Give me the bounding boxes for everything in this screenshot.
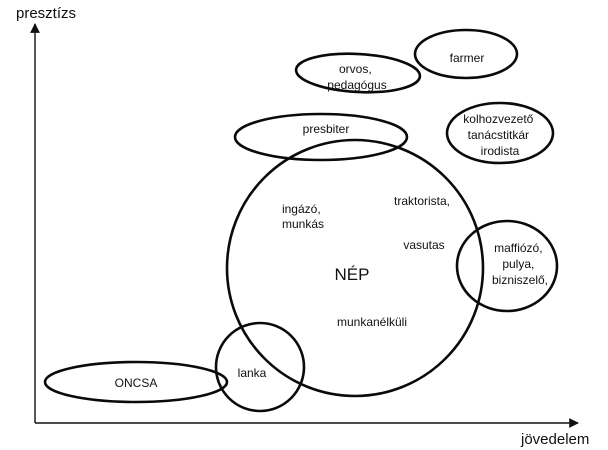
kolhoz-ellipse (445, 101, 555, 165)
farmer-label: farmer (450, 51, 485, 65)
maffiozo-label: maffiózó, pulya, bizniszelő, (492, 241, 548, 287)
maffiozo-ellipse (455, 219, 559, 313)
farmer-ellipse (413, 28, 519, 80)
y-axis-label: presztízs (16, 5, 76, 22)
oncsa-label: ONCSA (115, 376, 158, 390)
presbiter-ellipse (233, 112, 409, 162)
oncsa-ellipse (43, 360, 229, 404)
munkanelkuli-label: munkanélküli (337, 315, 407, 329)
orvos-label: orvos, pedagógus (327, 62, 386, 92)
presbiter-label: presbiter (303, 122, 350, 136)
vasutas-label: vasutas (403, 238, 444, 252)
kolhoz-label: kolhozvezető tanácstitkár irodista (463, 112, 536, 158)
traktorista-label: traktorista, (394, 194, 450, 208)
nep-label: NÉP (335, 265, 370, 284)
x-axis-label: jövedelem (520, 431, 589, 448)
orvos-ellipse (294, 52, 422, 94)
ingazo-label: ingázó, munkás (282, 202, 324, 231)
lanka-label: lanka (238, 366, 267, 380)
nep-circle (225, 138, 485, 398)
lanka-circle (214, 321, 306, 413)
